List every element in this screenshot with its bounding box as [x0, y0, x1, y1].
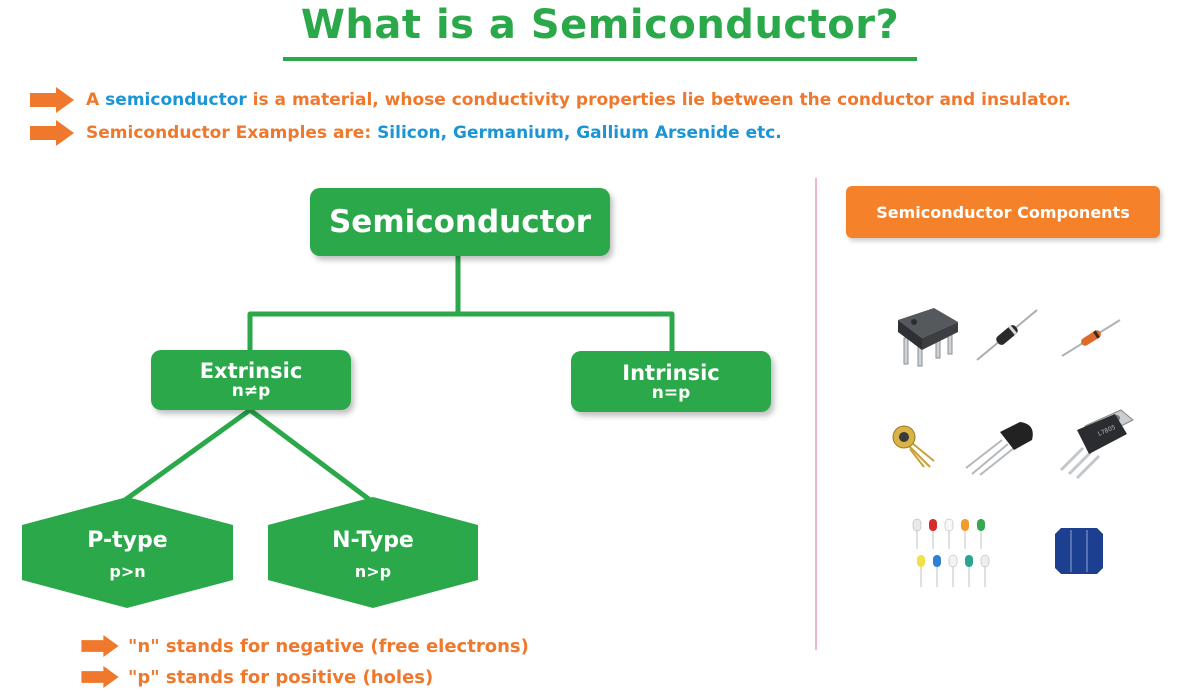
components-header: Semiconductor Components [846, 186, 1160, 238]
root-node: Semiconductor [310, 188, 610, 256]
intrinsic-label: Intrinsic [622, 360, 720, 385]
ptype-label: P-type [87, 528, 168, 553]
branch-connector [247, 311, 675, 352]
note-n-text: "n" stands for negative (free electrons) [128, 635, 529, 657]
section-divider [815, 178, 817, 650]
examples-lead: Semiconductor Examples are: [86, 123, 378, 143]
root-label: Semiconductor [328, 204, 592, 240]
definition-line: A semiconductor is a material, whose con… [30, 85, 1071, 115]
ptype-hexagon [22, 497, 233, 608]
solar-cell-icon [1055, 528, 1103, 574]
ntype-hexagon [268, 497, 478, 608]
transistor-icon [965, 422, 1033, 476]
examples-line: Semiconductor Examples are: Silicon, Ger… [30, 118, 782, 148]
zener-diode-icon [1061, 319, 1121, 357]
optocoupler-icon [898, 308, 958, 367]
photodiode-icon [892, 425, 935, 468]
arrow-right-icon [30, 120, 74, 146]
ntype-label: N-Type [332, 528, 414, 553]
note-p: "p" stands for positive (holes) [80, 662, 433, 692]
arrow-right-icon [81, 666, 119, 688]
page-title: What is a Semiconductor? [300, 2, 900, 48]
voltage-regulator-icon: L7805 [1059, 409, 1134, 480]
ntype-relation: n>p [354, 562, 392, 581]
note-n: "n" stands for negative (free electrons) [80, 631, 529, 661]
diode-icon [976, 309, 1038, 361]
extrinsic-node: Extrinsic n≠p [151, 350, 351, 410]
note-p-text: "p" stands for positive (holes) [128, 666, 434, 688]
arrow-right-icon [81, 635, 119, 657]
ptype-node: P-type p>n [22, 527, 233, 585]
extrinsic-relation: n≠p [231, 381, 271, 401]
definition-rest: is a material, whose conductivity proper… [246, 90, 1071, 110]
examples-list: Silicon, Germanium, Gallium Arsenide etc… [377, 123, 782, 143]
title-underline [283, 57, 917, 61]
tree-connectors [22, 256, 675, 608]
intrinsic-node: Intrinsic n=p [571, 351, 771, 412]
definition-lead: A [86, 90, 100, 110]
arrow-right-icon [30, 87, 74, 113]
ptype-connector [123, 407, 252, 503]
ptype-relation: p>n [109, 562, 146, 581]
ntype-node: N-Type n>p [268, 527, 478, 585]
definition-term: semiconductor [105, 90, 247, 110]
intrinsic-relation: n=p [651, 382, 691, 403]
extrinsic-label: Extrinsic [199, 359, 303, 383]
ntype-connector [248, 408, 372, 502]
led-array-icon [912, 518, 990, 587]
